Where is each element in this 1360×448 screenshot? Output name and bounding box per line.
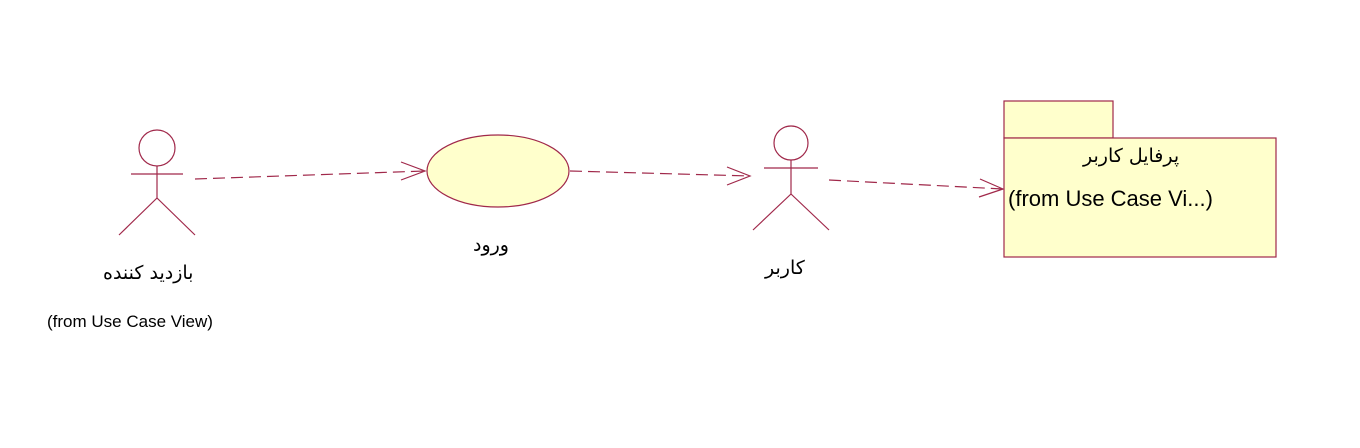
dependency-line	[569, 170, 751, 177]
arrowhead-open-icon	[400, 161, 427, 181]
package-body	[1003, 137, 1277, 258]
dependency-login-to-user[interactable]	[569, 166, 752, 186]
arrowhead-open-icon	[978, 178, 1005, 198]
use-case-login-name: ورود	[473, 234, 509, 256]
actor-visitor-head	[138, 129, 176, 167]
actor-user-left-leg	[752, 193, 792, 231]
package-user-profile[interactable]	[1003, 100, 1277, 258]
actor-visitor-right-leg	[156, 197, 196, 236]
use-case-login-ellipse[interactable]	[426, 134, 570, 208]
actor-visitor-name: بازدید کننده	[103, 262, 194, 284]
actor-visitor-left-leg	[118, 197, 158, 236]
actor-user-right-leg	[790, 193, 830, 231]
actor-user-head	[773, 125, 809, 161]
actor-visitor[interactable]	[118, 129, 196, 236]
package-user-profile-source: (from Use Case Vi...)	[1008, 186, 1213, 211]
dependency-user-to-package[interactable]	[828, 178, 1005, 198]
arrowhead-open-icon	[726, 166, 752, 186]
package-user-profile-name: پرفایل کاربر	[1083, 145, 1180, 167]
actor-visitor-source: (from Use Case View)	[47, 312, 213, 331]
actor-user[interactable]	[752, 125, 830, 231]
package-tab	[1003, 100, 1114, 139]
actor-user-name: کاربر	[765, 257, 805, 279]
dependency-visitor-to-login[interactable]	[194, 161, 427, 181]
dependency-line	[828, 179, 1004, 190]
dependency-line	[194, 170, 426, 180]
